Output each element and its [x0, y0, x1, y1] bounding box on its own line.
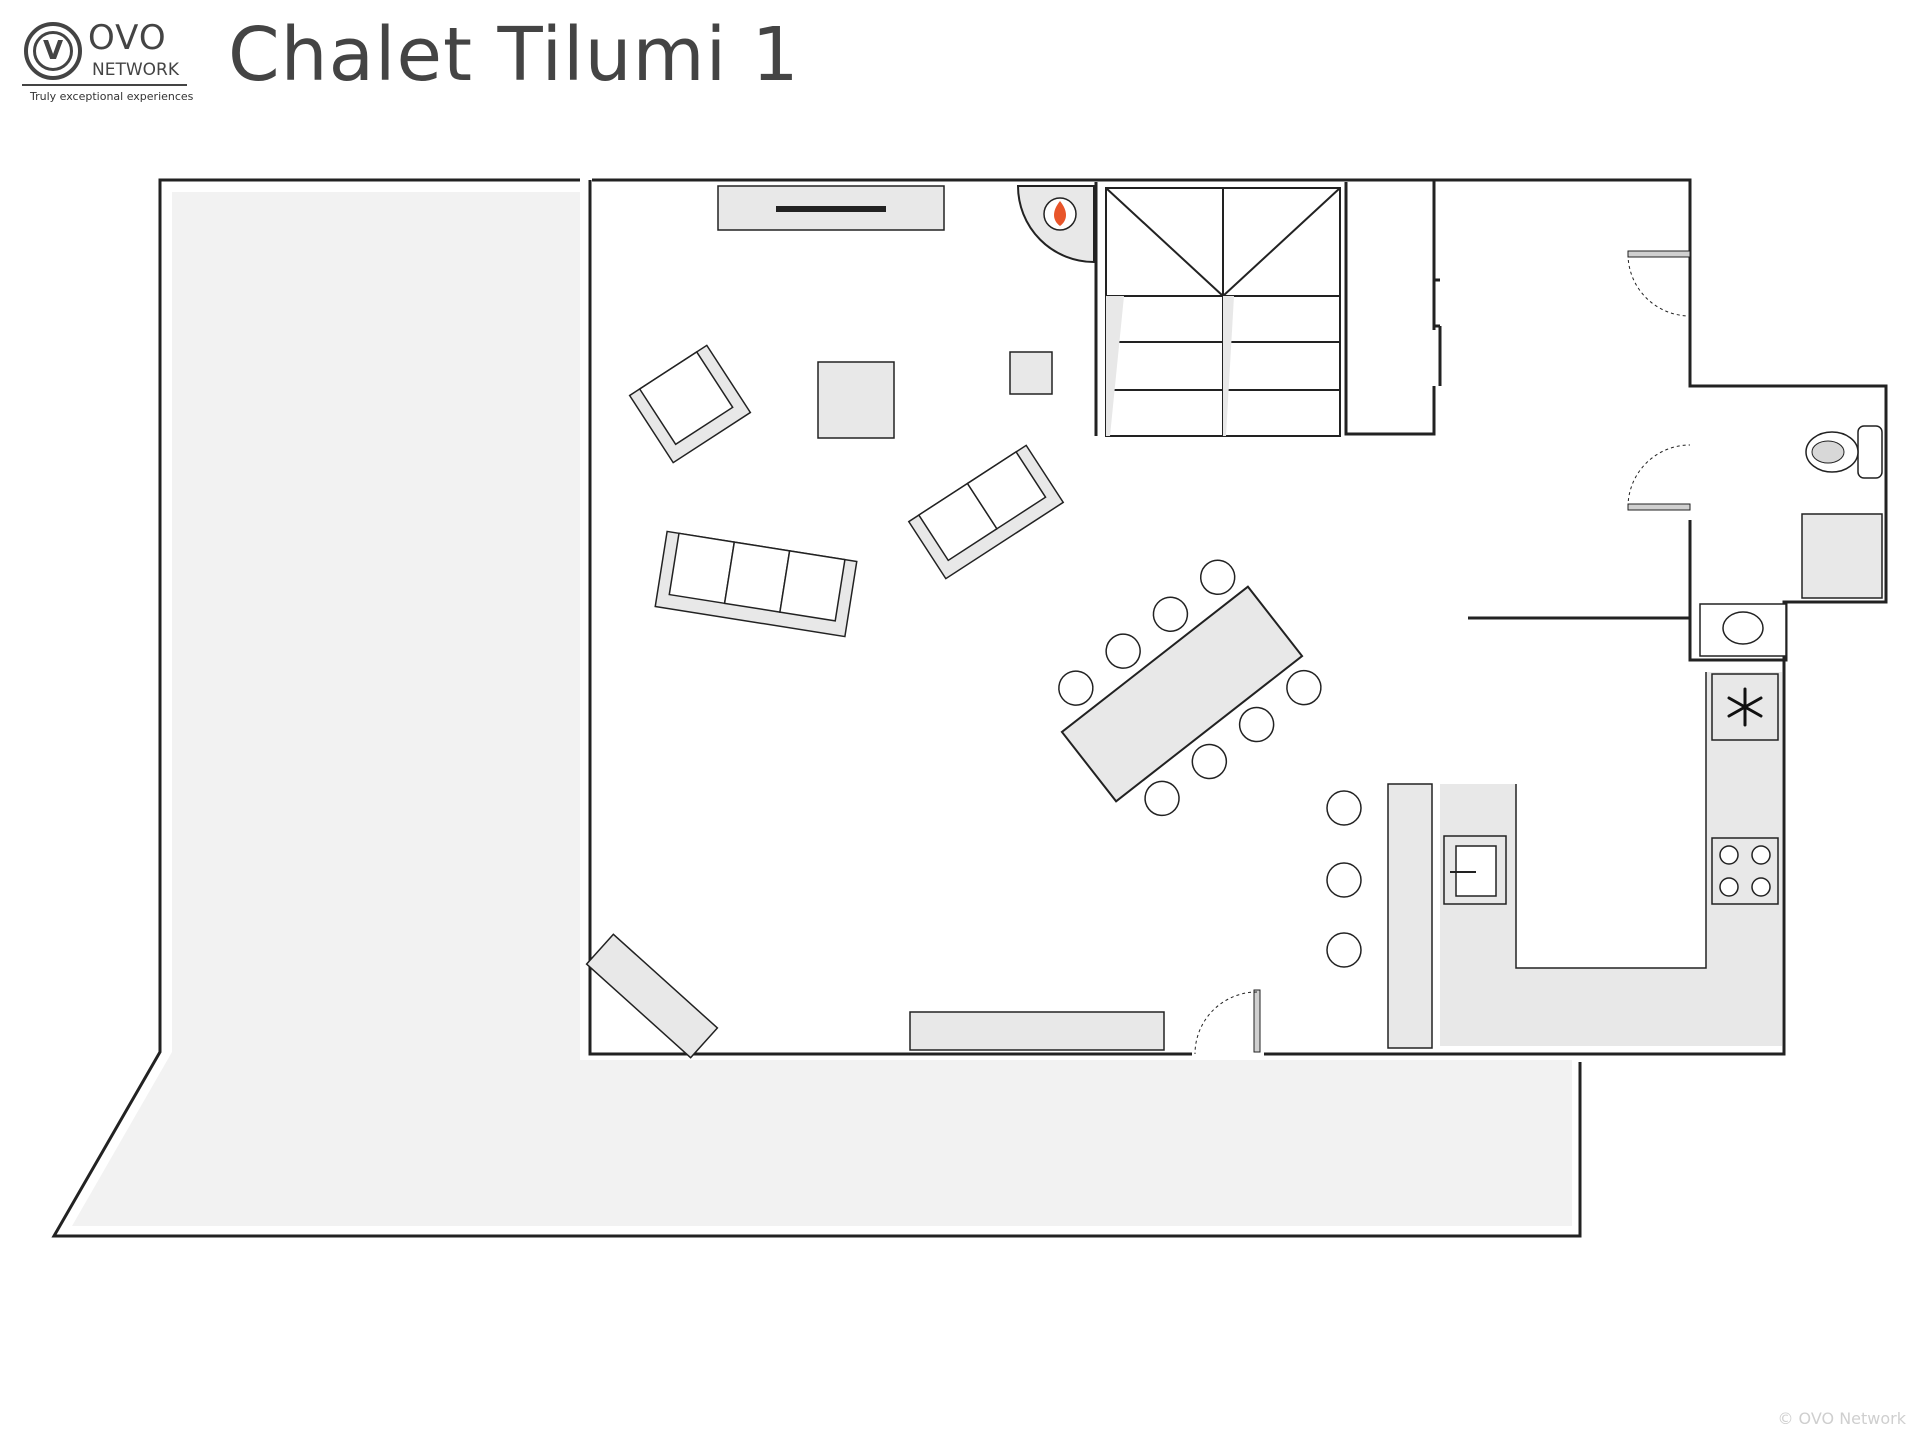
- fridge: [1711, 673, 1779, 741]
- logo-brand: OVO: [88, 18, 167, 58]
- side-table: [1009, 351, 1053, 395]
- ovo-network-logo: V OVO NETWORK Truly exceptional experien…: [22, 18, 202, 108]
- sink-icon: [1443, 835, 1507, 905]
- fireplace-icon: [1054, 201, 1066, 226]
- sideboard: [909, 1011, 1165, 1051]
- tv-unit: [717, 185, 945, 231]
- logo-ring: [24, 22, 82, 80]
- hob-icon: [1711, 837, 1779, 905]
- staircase: [1105, 187, 1341, 437]
- shower-tray: [1801, 513, 1883, 599]
- logo-rule: [22, 84, 187, 86]
- kitchen-counter-edge: [1515, 672, 1707, 969]
- terrace-outline: [51, 178, 1582, 1238]
- door-bathroom: [1627, 444, 1691, 511]
- dining-chair: [1058, 559, 1322, 817]
- bar-stools: [1326, 790, 1362, 968]
- logo-v-mark: V: [42, 36, 64, 66]
- logo-tagline: Truly exceptional experiences: [30, 90, 194, 103]
- coffee-table: [817, 361, 895, 439]
- kitchen-island: [1387, 783, 1433, 1049]
- armchair: [628, 344, 752, 464]
- dining-table: [1058, 559, 1322, 817]
- snowflake-icon: [1727, 687, 1763, 727]
- door-entrance: [1194, 989, 1261, 1055]
- logo-sub: NETWORK: [92, 60, 179, 80]
- loveseat: [907, 444, 1065, 580]
- sofa: [654, 530, 858, 638]
- fireplace: [1016, 185, 1095, 264]
- page-title: Chalet Tilumi 1: [228, 12, 800, 98]
- door-upper: [1627, 250, 1691, 317]
- toilet-icon: [1805, 425, 1883, 479]
- stair-side-wall: [1344, 180, 1436, 436]
- wash-basin: [1699, 603, 1787, 657]
- bench: [585, 933, 719, 1059]
- terrace-area: [72, 192, 1572, 1226]
- copyright-note: © OVO Network: [1777, 1409, 1906, 1428]
